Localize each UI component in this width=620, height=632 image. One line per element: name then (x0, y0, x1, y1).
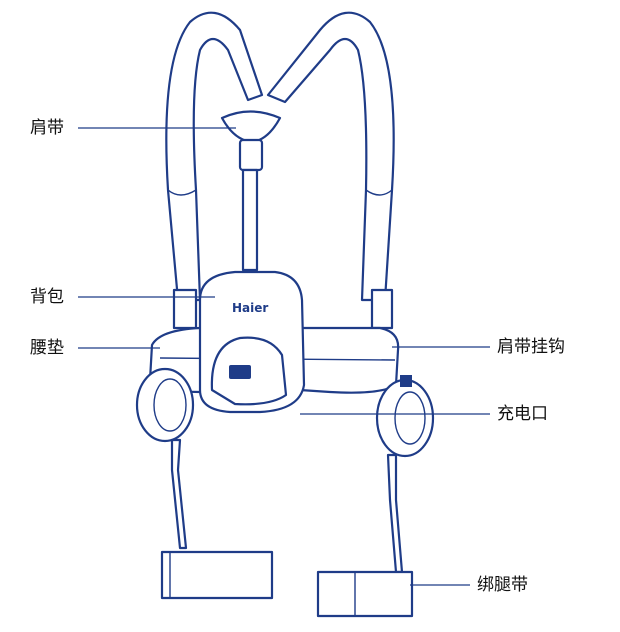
left-leg-bar (170, 438, 188, 550)
shoulder-yoke (220, 110, 282, 144)
left-shoulder-strap (165, 11, 264, 302)
haier-logo: Haier (232, 301, 268, 315)
center-strap (241, 168, 259, 272)
left-hip-motor (135, 367, 195, 443)
vent-grille (229, 365, 251, 379)
right-leg-bar (386, 453, 404, 574)
label-leg-strap: 绑腿带 (477, 575, 528, 595)
left-strap-end (172, 288, 198, 330)
label-strap-hook: 肩带挂钩 (497, 337, 565, 357)
label-shoulder-strap: 肩带 (30, 118, 64, 138)
left-leg-strap (160, 550, 274, 600)
label-backpack: 背包 (30, 287, 64, 307)
charging-port-icon (400, 375, 412, 387)
right-shoulder-strap (266, 11, 395, 302)
label-charging-port: 充电口 (497, 404, 548, 424)
right-strap-end (370, 288, 394, 330)
right-leg-strap (316, 570, 414, 618)
label-waist-pad: 腰垫 (30, 338, 64, 358)
buckle (238, 138, 264, 172)
